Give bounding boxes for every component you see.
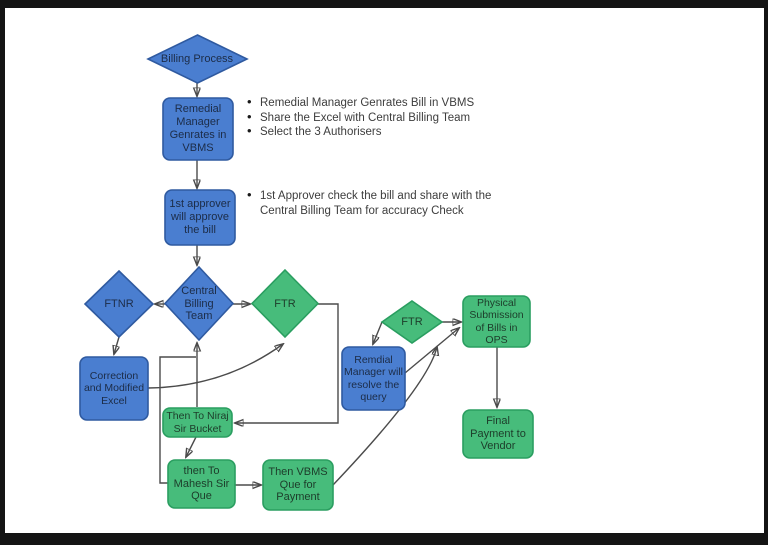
node-ftr-small: FTR (401, 315, 423, 328)
node-niraj-bucket-shape (162, 407, 233, 438)
connector-niraj-to-mahesh (186, 436, 197, 457)
node-correction-excel: Correction and Modified Excel (83, 370, 145, 407)
frame-border-left (0, 0, 5, 545)
node-final-payment-shape (462, 409, 534, 459)
node-first-approver: 1st approver will approve the bill (169, 198, 231, 236)
connector-correction-to-ftr (147, 344, 283, 389)
node-central-billing-team: Central Billing Team (181, 284, 217, 323)
frame-border-top (0, 0, 768, 8)
node-final-payment: Final Payment to Vendor (470, 414, 526, 453)
node-billing-process-shape (146, 34, 249, 84)
node-ftnr-shape (83, 269, 155, 339)
note-item: Remedial Manager Genrates Bill in VBMS (247, 95, 512, 111)
node-ftr: FTR (274, 297, 296, 310)
node-central-billing-team-shape (163, 265, 235, 342)
node-ftr-small-shape (380, 300, 444, 344)
note-item: 1st Approver check the bill and share wi… (247, 188, 515, 218)
node-niraj-bucket: Then To Niraj Sir Bucket (166, 410, 229, 435)
node-first-approver-shape (164, 189, 236, 246)
node-remdial-resolve-shape (341, 346, 406, 411)
connector-ftnr-to-correction (114, 336, 119, 354)
connector-mahesh-to-cbt-join (159, 356, 196, 484)
node-billing-process: Billing Process (160, 52, 234, 65)
notes-billing-generation: Remedial Manager Genrates Bill in VBMS S… (247, 95, 512, 140)
node-mahesh-que: then To Mahesh Sir Que (173, 464, 230, 503)
connector-vbms-to-ftr-small (332, 347, 437, 486)
node-ftnr: FTNR (104, 297, 134, 310)
connector-ftr-to-niraj (235, 303, 339, 423)
frame-border-right (764, 0, 768, 545)
node-physical-submission-shape (462, 295, 531, 348)
note-item: Share the Excel with Central Billing Tea… (247, 110, 512, 126)
node-remedial-manager: Remedial Manager Genrates in VBMS (169, 103, 227, 154)
notes-first-approver: 1st Approver check the bill and share wi… (247, 188, 515, 218)
node-mahesh-que-shape (167, 459, 236, 509)
node-ftr-shape (250, 268, 320, 339)
frame-border-bottom (0, 533, 768, 545)
connector-ftr-small-to-remdial (373, 321, 383, 344)
node-vbms-que-shape (262, 459, 334, 511)
note-item: Select the 3 Authorisers (247, 124, 512, 140)
node-correction-excel-shape (79, 356, 149, 421)
node-remdial-resolve: Remdial Manager will resolve the query (344, 354, 403, 403)
node-remedial-manager-shape (162, 97, 234, 161)
connector-remdial-to-physical (404, 328, 459, 374)
node-physical-submission: Physical Submission of Bills in OPS (469, 297, 524, 346)
node-vbms-que: Then VBMS Que for Payment (268, 465, 328, 504)
